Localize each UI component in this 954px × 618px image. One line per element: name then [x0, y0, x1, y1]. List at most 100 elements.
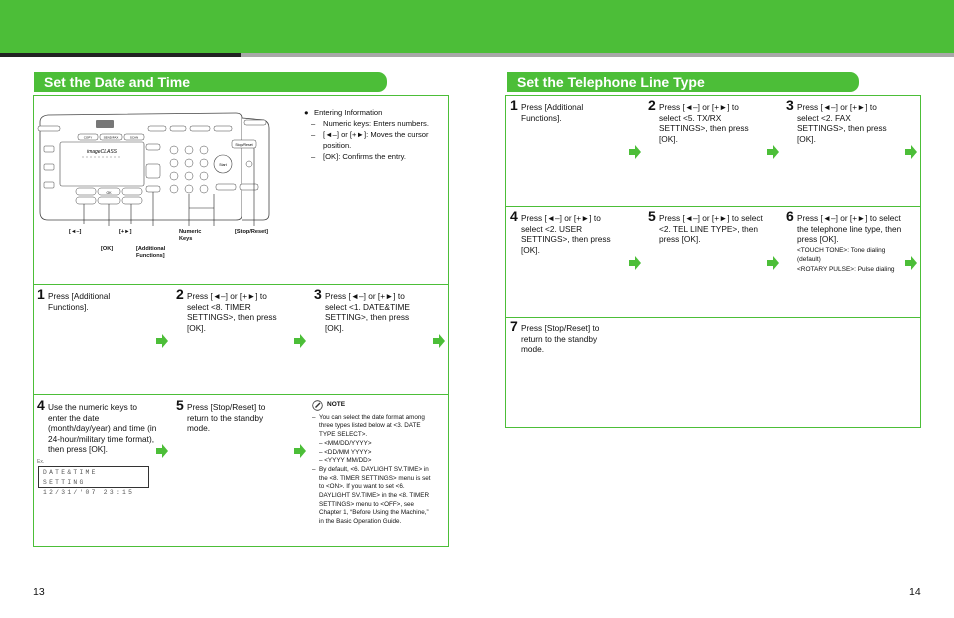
step-6-option-tone: <TOUCH TONE>: Tone dialing (default) [797, 246, 886, 263]
right-step-2: 2 Press [◄–] or [+►] to select <5. TX/RX… [648, 98, 758, 144]
callout-ok: [OK] [101, 246, 114, 252]
note-icon [312, 400, 323, 411]
page-number-right: 14 [909, 586, 921, 598]
info-item: –[◄–] or [+►]: Moves the cursor position… [304, 129, 444, 151]
step-text: Press [◄–] or [+►] to select <1. DATE&TI… [325, 291, 410, 333]
note-format: – <YYYY MM/DD> [319, 457, 372, 465]
top-banner [0, 0, 954, 53]
step-text: Press [◄–] or [+►] to select <2. USER SE… [521, 213, 611, 255]
info-title-row: ● Entering Information [304, 107, 444, 118]
step-number: 2 [648, 97, 656, 113]
right-step-6: 6 Press [◄–] or [+►] to select the telep… [786, 209, 902, 274]
step-number: 1 [37, 286, 45, 302]
note-dash: – [312, 465, 316, 473]
step-6-option-pulse: <ROTARY PULSE>: Pulse dialing [797, 265, 895, 273]
step-text: Use the numeric keys to enter the date (… [48, 402, 157, 454]
callout-numeric-keys: Numeric Keys [179, 229, 202, 242]
scan-mode-label: SCAN [130, 136, 138, 140]
next-step-arrow-icon [294, 334, 306, 348]
left-step-1: 1 Press [Additional Functions]. [37, 287, 127, 312]
note-item-text: By default, <6. DAYLIGHT SV.TIME> in the… [319, 465, 431, 526]
step-number: 4 [510, 208, 518, 224]
brand-label: imageCLASS [87, 149, 118, 155]
right-step-5: 5 Press [◄–] or [+►] to select <2. TEL L… [648, 209, 763, 245]
left-step-5: 5 Press [Stop/Reset] to return to the st… [176, 398, 276, 434]
step-text: Press [Stop/Reset] to return to the stan… [521, 323, 600, 354]
left-divider-2 [33, 394, 449, 395]
step-number: 4 [37, 397, 45, 413]
next-step-arrow-icon [767, 145, 779, 159]
right-panel [505, 95, 921, 428]
left-step-4: 4 Use the numeric keys to enter the date… [37, 398, 157, 455]
info-item: –[OK]: Confirms the entry. [304, 151, 444, 162]
next-step-arrow-icon [433, 334, 445, 348]
left-divider-1 [33, 284, 449, 285]
step-text: Press [Stop/Reset] to return to the stan… [187, 402, 266, 433]
next-step-arrow-icon [156, 334, 168, 348]
note-title: NOTE [327, 401, 346, 408]
right-step-7: 7 Press [Stop/Reset] to return to the st… [510, 319, 605, 355]
lcd-example: DATE&TIME SETTING 12/31/'07 23:15 [38, 466, 149, 496]
step-text: Press [Additional Functions]. [48, 291, 111, 312]
callout-left-key: [◄–] [69, 229, 82, 235]
start-key-label: Start [219, 163, 226, 167]
step-text: Press [◄–] or [+►] to select <8. TIMER S… [187, 291, 277, 333]
step-number: 3 [314, 286, 322, 302]
step-text: Press [◄–] or [+►] to select <5. TX/RX S… [659, 102, 749, 144]
step-text: Press [Additional Functions]. [521, 102, 584, 123]
step-number: 2 [176, 286, 184, 302]
callout-additional-functions: [Additional Functions] [136, 246, 166, 259]
ok-key-label: OK [106, 191, 112, 195]
info-dash: – [311, 152, 316, 161]
step-number: 5 [176, 397, 184, 413]
example-label: Ex. [37, 459, 45, 465]
top-rule-dark [0, 53, 241, 57]
info-item: –Numeric keys: Enters numbers. [304, 118, 444, 129]
note-dash: – [312, 413, 316, 421]
right-divider-2 [505, 317, 921, 318]
entering-information: ●Entering Information –Numeric keys: Ent… [304, 107, 444, 162]
note-item: –You can select the date format among th… [312, 414, 434, 440]
step-number: 7 [510, 318, 518, 334]
next-step-arrow-icon [629, 256, 641, 270]
info-dash: – [311, 119, 316, 128]
right-divider-1 [505, 206, 921, 207]
info-item-text: [◄–] or [+►]: Moves the cursor position. [323, 130, 429, 150]
note-format: – <DD/MM YYYY> [319, 448, 372, 456]
callout-stop-reset: [Stop/Reset] [235, 229, 268, 235]
callout-right-key: [+►] [119, 229, 132, 235]
right-step-1: 1 Press [Additional Functions]. [510, 98, 605, 123]
info-bullet: ● [304, 108, 309, 117]
left-step-2: 2 Press [◄–] or [+►] to select <8. TIMER… [176, 287, 286, 333]
note-item: –By default, <6. DAYLIGHT SV.TIME> in th… [312, 466, 434, 527]
info-item-text: Numeric keys: Enters numbers. [323, 119, 429, 128]
next-step-arrow-icon [629, 145, 641, 159]
next-step-arrow-icon [294, 444, 306, 458]
note-item-text: You can select the date format among thr… [319, 413, 425, 439]
step-text: Press [◄–] or [+►] to select the telepho… [797, 213, 902, 244]
left-panel [33, 95, 449, 547]
left-step-3: 3 Press [◄–] or [+►] to select <1. DATE&… [314, 287, 424, 333]
lcd-line-2: 12/31/'07 23:15 [43, 489, 135, 496]
step-number: 1 [510, 97, 518, 113]
step-text: Press [◄–] or [+►] to select <2. FAX SET… [797, 102, 887, 144]
info-item-text: [OK]: Confirms the entry. [323, 152, 406, 161]
note-block: NOTE –You can select the date format amo… [312, 400, 434, 527]
right-step-3: 3 Press [◄–] or [+►] to select <2. FAX S… [786, 98, 896, 144]
page-number-left: 13 [33, 586, 45, 598]
step-number: 6 [786, 208, 794, 224]
top-rule-gray [241, 53, 954, 57]
control-panel-illustration: COPY SEND/FAX SCAN imageCLASS OK Stop/Re… [37, 112, 270, 226]
note-format: – <MM/DD/YYYY> [319, 439, 372, 447]
info-title: Entering Information [314, 108, 383, 117]
step-number: 3 [786, 97, 794, 113]
right-step-4: 4 Press [◄–] or [+►] to select <2. USER … [510, 209, 620, 255]
copy-mode-label: COPY [84, 136, 93, 140]
fax-mode-label: SEND/FAX [104, 136, 119, 140]
next-step-arrow-icon [905, 145, 917, 159]
left-section-heading: Set the Date and Time [34, 72, 387, 92]
next-step-arrow-icon [156, 444, 168, 458]
next-step-arrow-icon [767, 256, 779, 270]
info-dash: – [311, 130, 316, 139]
step-number: 5 [648, 208, 656, 224]
